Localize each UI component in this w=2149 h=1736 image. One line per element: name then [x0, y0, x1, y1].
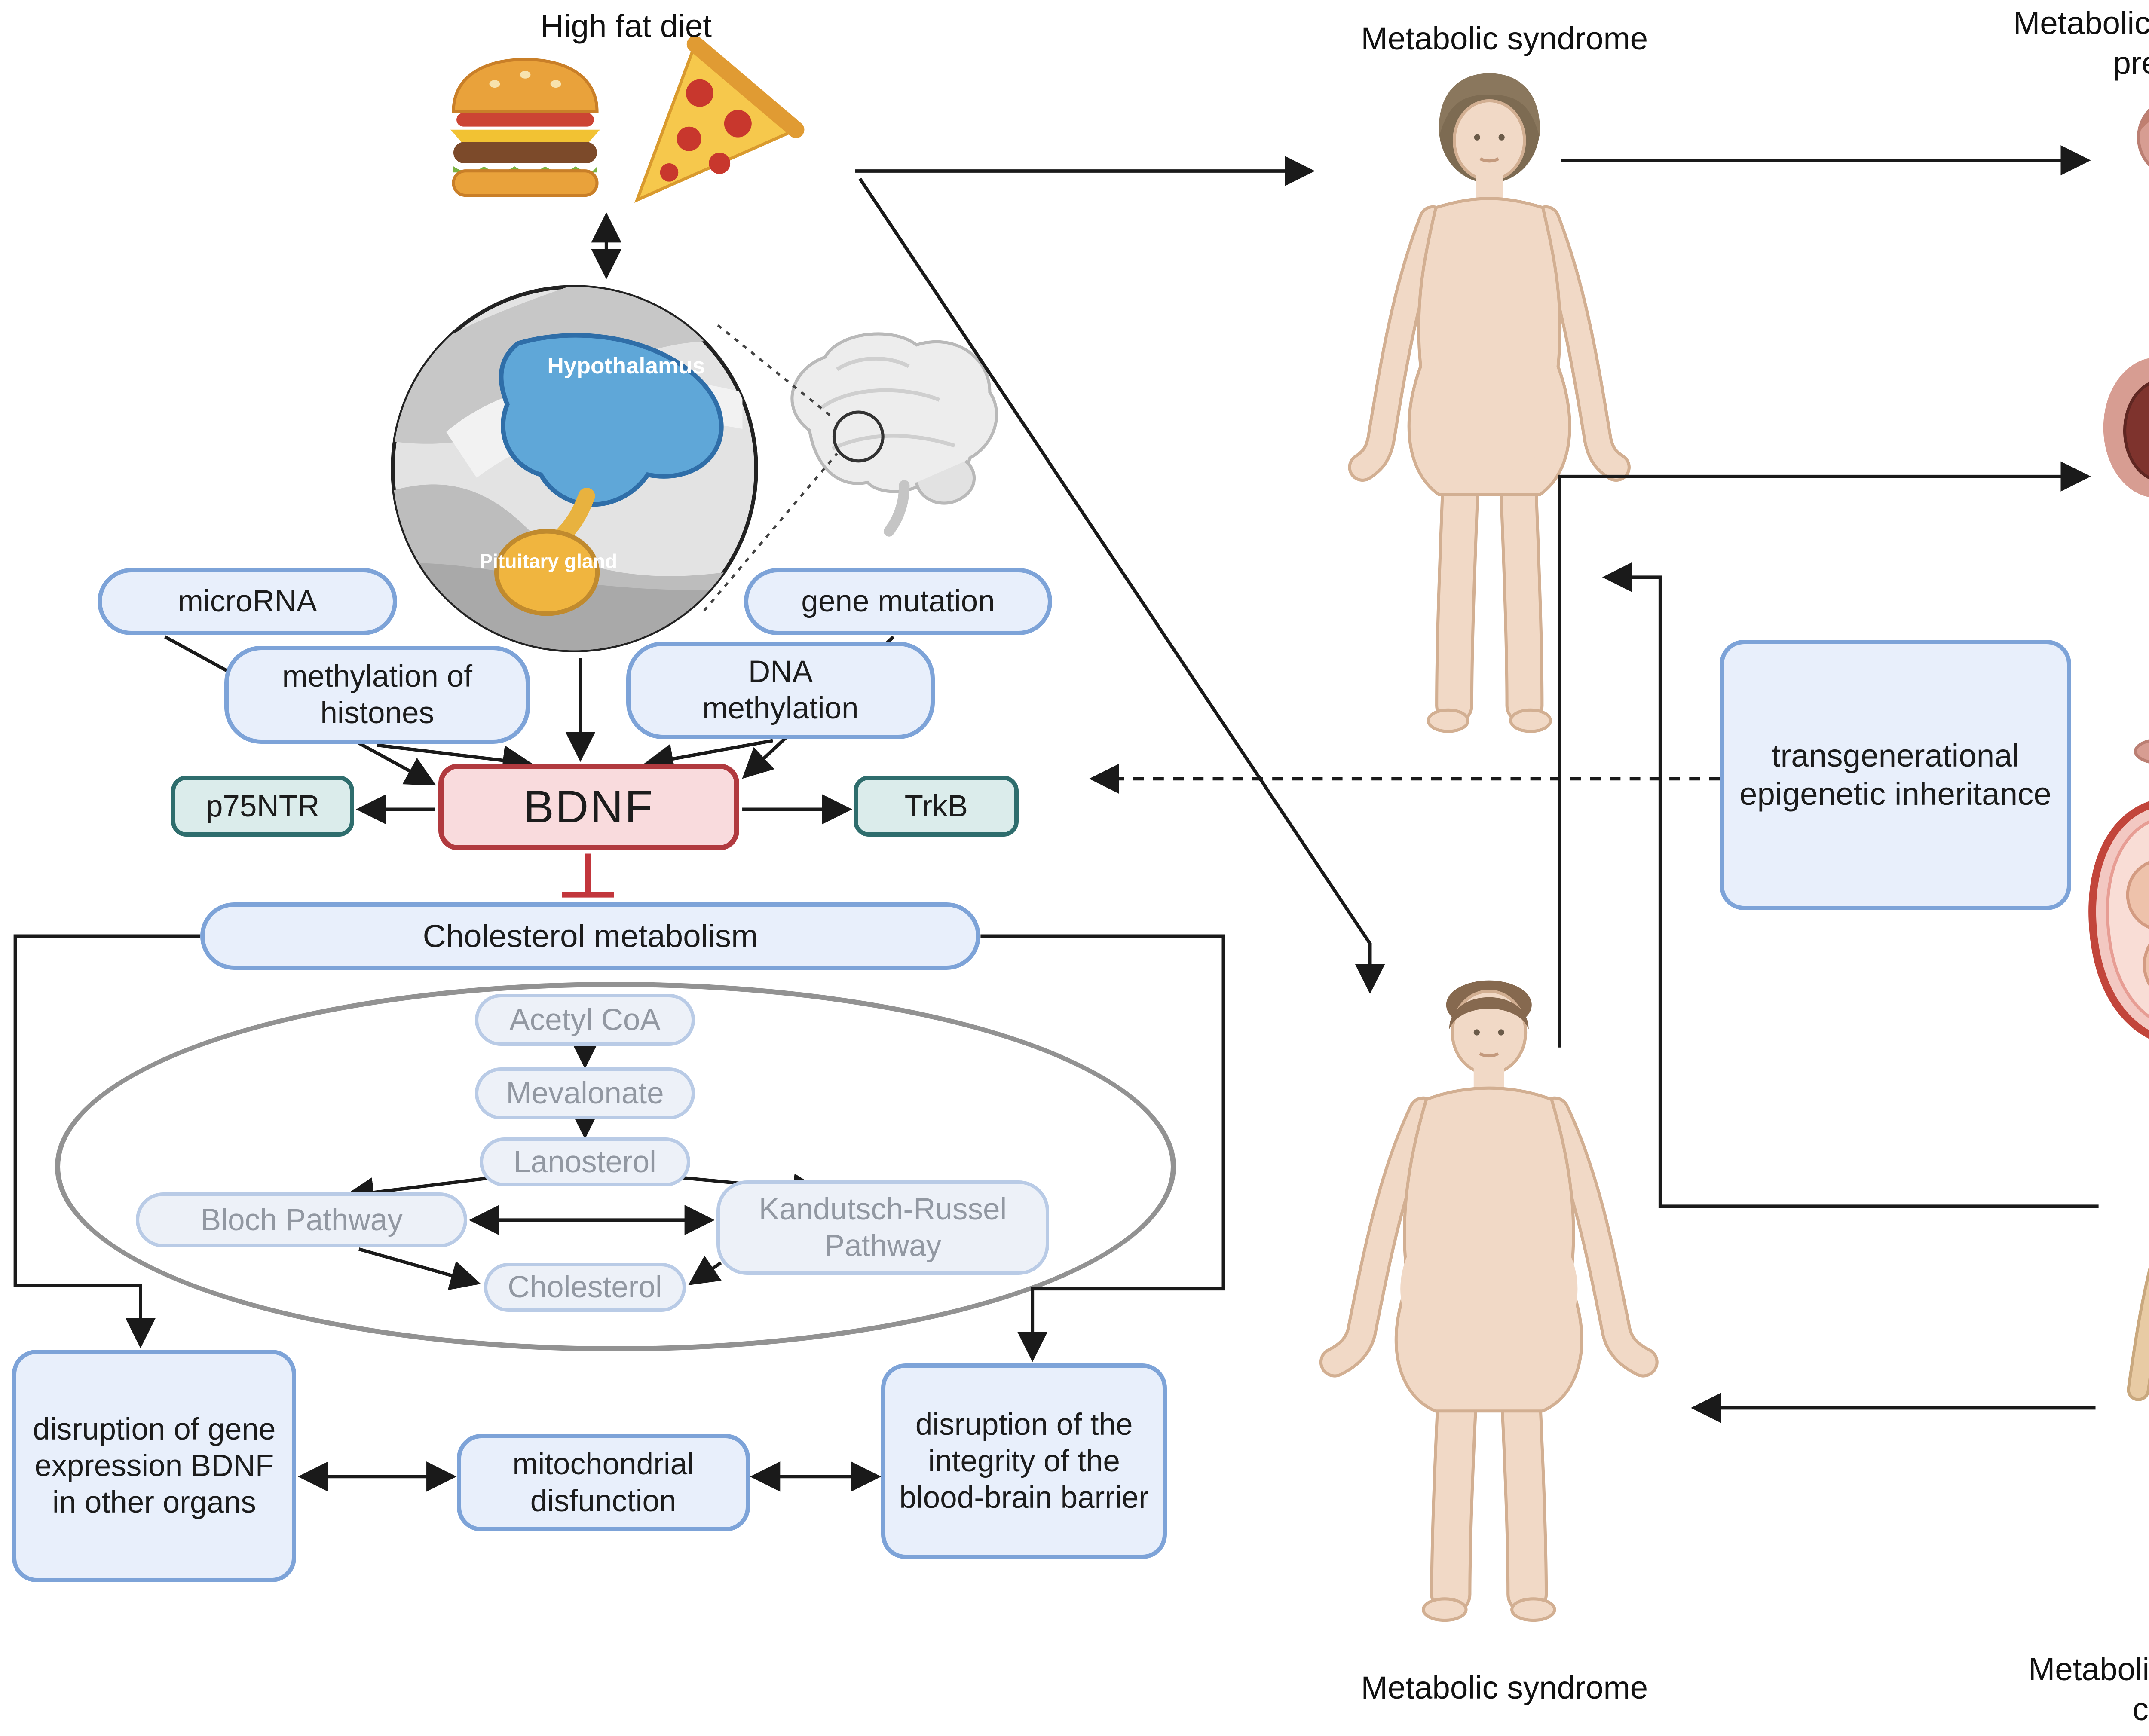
node-trkb: TrkB — [854, 776, 1019, 837]
cholesterol-pathway-ellipse — [55, 981, 1176, 1351]
node-blood-brain-barrier: disruption of the integrity of the blood… — [881, 1363, 1167, 1559]
node-mevalonate: Mevalonate — [475, 1067, 695, 1119]
pregnant-woman-figure — [2103, 108, 2149, 764]
node-mitochondrial-disfunction: mitochondrial disfunction — [456, 1433, 750, 1532]
node-cholesterol: Cholesterol — [484, 1262, 686, 1312]
node-bdnf: BDNF — [438, 763, 739, 851]
pizza-icon — [634, 36, 804, 203]
metabolic-syndrome-bottom-label: Metabolic syndrome — [1361, 1669, 1648, 1705]
brain-closeup-icon — [790, 332, 998, 537]
node-methylation-histones: methylation of histones — [224, 646, 530, 744]
node-bloch-pathway: Bloch Pathway — [136, 1192, 468, 1248]
fetus-in-womb-figure — [2088, 801, 2149, 1039]
node-kandutsch-russel-pathway: Kandutsch-Russel Pathway — [716, 1180, 1050, 1275]
metabolic-syndrome-children-label: Metabolic syndrome in children — [2028, 1650, 2149, 1727]
node-gene-mutation: gene mutation — [744, 568, 1053, 636]
metabolic-syndrome-top-label: Metabolic syndrome — [1361, 20, 1648, 56]
burger-icon — [450, 58, 600, 197]
node-transgenerational-inheritance: transgenerational epigenetic inheritance — [1720, 639, 2071, 910]
node-disruption-gene-expression: disruption of gene expression BDNF in ot… — [12, 1350, 297, 1582]
node-lanosterol: Lanosterol — [479, 1137, 691, 1187]
adult-man-figure — [1319, 980, 1659, 1622]
node-cholesterol-metabolism: Cholesterol metabolism — [200, 902, 981, 970]
hypothalamus-label: Hypothalamus — [547, 353, 705, 379]
pituitary-gland-label: Pituitary gland — [479, 550, 618, 573]
node-microrna: microRNA — [98, 568, 397, 636]
node-dna-methylation: DNA methylation — [626, 641, 935, 739]
node-acetyl-coa: Acetyl CoA — [475, 994, 695, 1046]
adult-woman-figure — [1348, 73, 1631, 733]
high-fat-diet-label: High fat diet — [540, 8, 712, 44]
metabolic-syndrome-pregnancy-label: Metabolic syndrome and pregnancy — [2013, 5, 2149, 81]
hypothalamus-pituitary-icon — [390, 285, 758, 653]
node-p75ntr: p75NTR — [171, 776, 355, 837]
